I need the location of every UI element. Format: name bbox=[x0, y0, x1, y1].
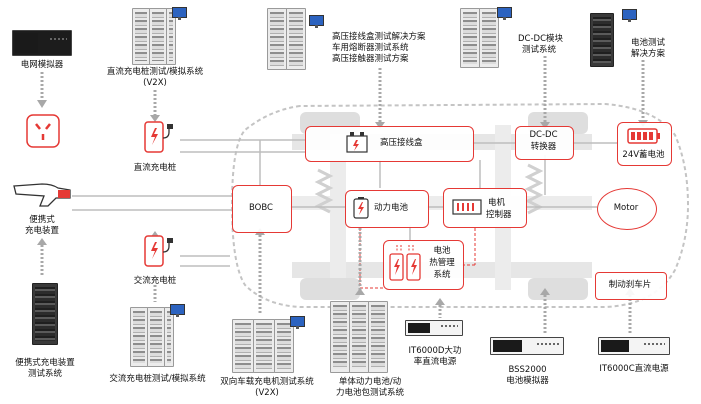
thermal-management-icon bbox=[389, 245, 421, 281]
power-battery-label: 动力电池 bbox=[374, 203, 409, 213]
dc-pile-icon bbox=[144, 121, 173, 153]
portable-test-label-2: 测试系统 bbox=[27, 369, 62, 379]
dc-pile-test-label: 直流充电桩测试/模拟系统 bbox=[106, 67, 204, 77]
bobc-block[interactable] bbox=[232, 185, 292, 233]
v2x-test-label-2: (V2X) bbox=[255, 388, 279, 398]
hv-junction-solution-label-1: 高压接线盒测试解决方案 bbox=[332, 32, 426, 42]
power-battery-icon bbox=[353, 197, 369, 219]
dcdc-label-1: DC-DC bbox=[529, 130, 558, 140]
hv-junction-test-rack-image bbox=[265, 5, 327, 70]
dc-pile-test-label-v2x: (V2X) bbox=[143, 78, 167, 88]
thermal-label-2: 热管理 bbox=[429, 258, 455, 268]
cell-test-rack-image bbox=[330, 296, 390, 373]
hv-junction-box-label: 高压接线盒 bbox=[380, 138, 423, 148]
portable-charger-label-1: 便携式 bbox=[29, 215, 55, 225]
dcdc-test-label-1: DC-DC模块 bbox=[518, 34, 564, 44]
motor-controller-label-2: 控制器 bbox=[486, 210, 512, 220]
grid-simulator-image bbox=[12, 30, 72, 56]
socket-icon bbox=[26, 114, 60, 148]
ac-pile-icon bbox=[144, 235, 173, 267]
it6000d-label-1: IT6000D大功 bbox=[408, 346, 462, 356]
hv-junction-solution-label-3: 高压接触器测试方案 bbox=[332, 54, 409, 64]
it6000d-image bbox=[405, 320, 465, 338]
junction-box-icon bbox=[346, 132, 368, 153]
motor-controller-icon bbox=[452, 199, 482, 215]
thermal-label-3: 系统 bbox=[433, 270, 451, 280]
ac-pile-test-rack-image bbox=[130, 302, 185, 367]
dc-pile-label: 直流充电桩 bbox=[133, 163, 177, 173]
battery-test-rack-image bbox=[590, 5, 640, 67]
portable-charger-label-2: 充电装置 bbox=[24, 226, 59, 236]
grid-simulator-label: 电网模拟器 bbox=[20, 60, 64, 70]
dcdc-test-label-2: 测试系统 bbox=[522, 45, 557, 55]
ac-pile-label: 交流充电桩 bbox=[133, 276, 177, 286]
hv-junction-solution-label-2: 车用熔断器测试系统 bbox=[332, 43, 409, 53]
battery-24v-icon bbox=[627, 128, 660, 144]
motor-controller-label-1: 电机 bbox=[488, 198, 506, 208]
motor-label: Motor bbox=[613, 203, 639, 213]
ac-pile-test-label: 交流充电桩测试/模拟系统 bbox=[109, 374, 206, 384]
thermal-label-1: 电池 bbox=[433, 246, 451, 256]
bobc-label: BOBC bbox=[249, 203, 273, 213]
battery-solution-label-1: 电池测试 bbox=[631, 38, 666, 48]
brake-pad-label: 制动刹车片 bbox=[608, 280, 652, 290]
it6000c-label: IT6000C直流电源 bbox=[599, 364, 669, 374]
dcdc-label-2: 转换器 bbox=[530, 142, 557, 152]
battery-24v-label: 24V蓄电池 bbox=[622, 150, 665, 160]
portable-charger-test-rack-image bbox=[32, 283, 58, 345]
portable-test-label-1: 便携式充电装置 bbox=[15, 358, 75, 368]
dc-pile-test-rack-image bbox=[132, 5, 187, 65]
motor-block[interactable] bbox=[597, 188, 657, 230]
charging-gun-icon bbox=[13, 183, 71, 207]
it6000d-label-2: 率直流电源 bbox=[413, 357, 457, 367]
hv-junction-box-block[interactable] bbox=[305, 126, 474, 162]
cell-test-label-1: 单体动力电池/动 bbox=[338, 377, 402, 387]
battery-solution-label-2: 解决方案 bbox=[631, 49, 666, 59]
v2x-test-rack-image bbox=[232, 314, 305, 374]
brake-pad-block[interactable] bbox=[595, 272, 667, 300]
dcdc-converter-block[interactable] bbox=[515, 126, 574, 160]
bss2000-label-1: BSS2000 bbox=[508, 365, 547, 375]
bss2000-label-2: 电池模拟器 bbox=[506, 376, 549, 386]
it6000c-image bbox=[598, 337, 670, 357]
v2x-test-label-1: 双向车载充电机测试系统 bbox=[220, 377, 314, 387]
dcdc-test-rack-image bbox=[455, 5, 515, 68]
bss2000-image bbox=[490, 337, 565, 357]
cell-test-label-2: 力电池包测试系统 bbox=[335, 388, 404, 398]
